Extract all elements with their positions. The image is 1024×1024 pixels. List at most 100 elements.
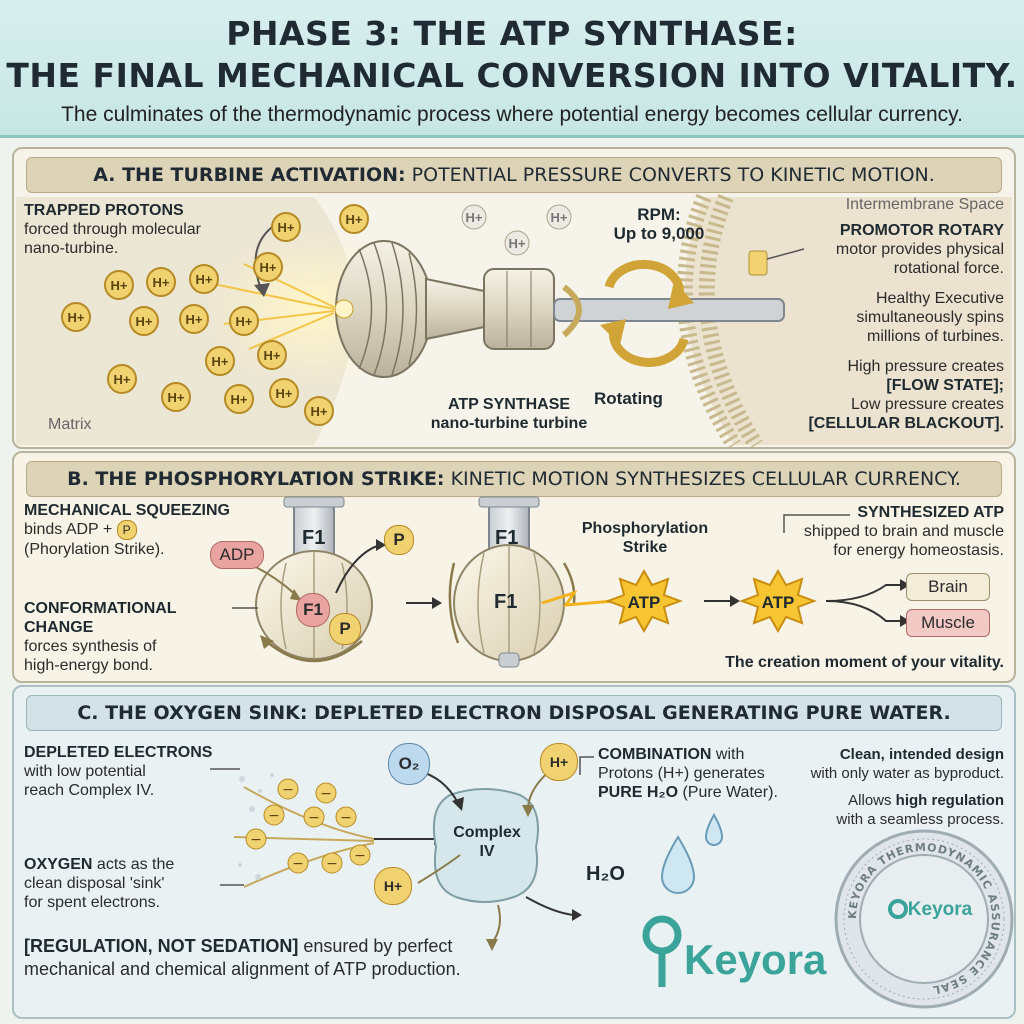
particle-mist [238, 773, 274, 880]
title-line-1: PHASE 3: THE ATP SYNTHASE: [226, 14, 798, 53]
regulation-process-label: Allows high regulation with a seamless p… [836, 792, 1004, 828]
svg-text:−: − [308, 810, 320, 826]
oxygen-molecule: O₂ [388, 743, 430, 785]
atp-synthase-label: ATP SYNTHASE nano-turbine turbine [430, 396, 588, 432]
svg-text:−: − [320, 786, 332, 802]
section-a-panel: A. THE TURBINE ACTIVATION: POTENTIAL PRE… [12, 147, 1016, 449]
svg-text:H+: H+ [278, 220, 295, 235]
adp-molecule: ADP [210, 541, 264, 569]
proton: H+ [304, 396, 334, 426]
section-b-heading: B. THE PHOSPHORYLATION STRIKE: KINETIC M… [26, 461, 1002, 497]
assurance-seal [834, 829, 1014, 1009]
complex-iv [432, 788, 539, 903]
seal-center-text: Keyora [908, 899, 973, 920]
executive-label: Healthy Executive simultaneously spins m… [856, 290, 1004, 345]
proton-pointer [254, 226, 273, 290]
svg-text:−: − [326, 856, 338, 872]
svg-text:H+: H+ [111, 278, 128, 293]
proton: H+ [129, 306, 159, 336]
trapped-protons-label: TRAPPED PROTONS forced through molecular… [24, 202, 201, 257]
rotation-arrow-bottom [608, 328, 689, 367]
svg-text:H+: H+ [236, 314, 253, 329]
proton: H+ [189, 264, 219, 294]
svg-text:−: − [268, 808, 280, 824]
svg-text:−: − [340, 810, 352, 826]
proton: H+ [229, 306, 259, 336]
section-b-panel: B. THE PHOSPHORYLATION STRIKE: KINETIC M… [12, 451, 1016, 683]
regulation-statement: [REGULATION, NOT SEDATION] ensured by pe… [24, 936, 461, 979]
electron: − [321, 852, 343, 874]
proton: H+ [257, 340, 287, 370]
route-to-brain [825, 584, 902, 602]
svg-text:−: − [354, 848, 366, 864]
water-arrow [525, 896, 575, 916]
promotor-rotary-label: PROMOTOR ROTARY motor provides physical … [835, 222, 1004, 277]
squeezing-label: MECHANICAL SQUEEZING binds ADP + P (Phor… [24, 502, 230, 558]
electron: − [335, 806, 357, 828]
bearing-ring [561, 284, 582, 338]
rotary-motor [748, 250, 768, 276]
svg-text:H+: H+ [264, 348, 281, 363]
proton: H+ [339, 204, 369, 234]
proton-bottom: H+ [374, 867, 412, 905]
proton-top: H+ [540, 743, 578, 781]
matrix-label: Matrix [48, 416, 92, 433]
svg-text:H+: H+ [346, 212, 363, 227]
svg-text:H+: H+ [136, 314, 153, 329]
vitality-moment: The creation moment of your vitality. [725, 654, 1004, 671]
svg-text:H+: H+ [231, 392, 248, 407]
section-a-heading: A. THE TURBINE ACTIVATION: POTENTIAL PRE… [26, 157, 1002, 193]
intermembrane-label: Intermembrane Space [845, 196, 1004, 213]
f1-label-stalk: F1 [302, 527, 326, 549]
keyora-logo: Keyora [684, 936, 827, 983]
svg-text:H+: H+ [153, 275, 170, 290]
proton-arrow-bottom [417, 854, 461, 884]
svg-text:H+: H+ [551, 210, 568, 225]
proton: H+ [224, 384, 254, 414]
svg-text:H+: H+ [212, 354, 229, 369]
phosphate-bound: P [329, 613, 361, 645]
oxygen-sink-diagram [210, 756, 1014, 1009]
svg-text:−: − [292, 856, 304, 872]
electron: − [287, 852, 309, 874]
svg-text:−: − [282, 782, 294, 798]
atp-star-2 [739, 568, 817, 634]
electron-cluster: − − − − − − − − − [245, 778, 371, 874]
proton: H+ [253, 252, 283, 282]
svg-text:H+: H+ [466, 210, 483, 225]
electron: − [245, 828, 267, 850]
proton: H+ [107, 364, 137, 394]
svg-text:H+: H+ [311, 404, 328, 419]
electron: − [277, 778, 299, 800]
water-droplet-large [660, 835, 696, 894]
depleted-electrons-label: DEPLETED ELECTRONS with low potential re… [24, 744, 213, 799]
lightning-bolt [541, 590, 615, 607]
atp-star-1 [605, 568, 683, 634]
header: PHASE 3: THE ATP SYNTHASE: THE FINAL MEC… [0, 0, 1024, 138]
proton: H+ [161, 382, 191, 412]
electron: − [263, 804, 285, 826]
svg-text:H+: H+ [114, 372, 131, 387]
atp-label-2: ATP [761, 593, 795, 612]
combination-label: COMBINATION with Protons (H+) generates … [598, 746, 778, 801]
rpm-label: RPM: Up to 9,000 [613, 205, 705, 243]
f1-unit-closed [448, 496, 576, 668]
svg-text:−: − [250, 832, 262, 848]
atp-label-1: ATP [627, 593, 661, 612]
proton: H+ [146, 267, 176, 297]
oxygen-label: OXYGEN acts as the clean disposal 'sink'… [24, 856, 175, 911]
seal-text: KEYORA THERMODYNAMIC ASSURANCE SEAL Keyo… [846, 841, 1001, 997]
proton: H+ [271, 212, 301, 242]
section-c-panel: C. THE OXYGEN SINK: DEPLETED ELECTRON DI… [12, 685, 1016, 1019]
svg-text:H+: H+ [509, 236, 526, 251]
svg-text:H+: H+ [260, 260, 277, 275]
keyora-logo-mark [642, 915, 682, 987]
title-line-2: THE FINAL MECHANICAL CONVERSION INTO VIT… [6, 56, 1018, 95]
f1-label-stalk-2: F1 [495, 527, 519, 549]
svg-text:H+: H+ [168, 390, 185, 405]
phosphate-icon: P [116, 520, 137, 540]
conformational-label: CONFORMATIONAL CHANGE forces synthesis o… [24, 600, 177, 674]
f1-binding-site: F1 [296, 593, 330, 627]
f1-label-core: F1 [494, 591, 518, 613]
